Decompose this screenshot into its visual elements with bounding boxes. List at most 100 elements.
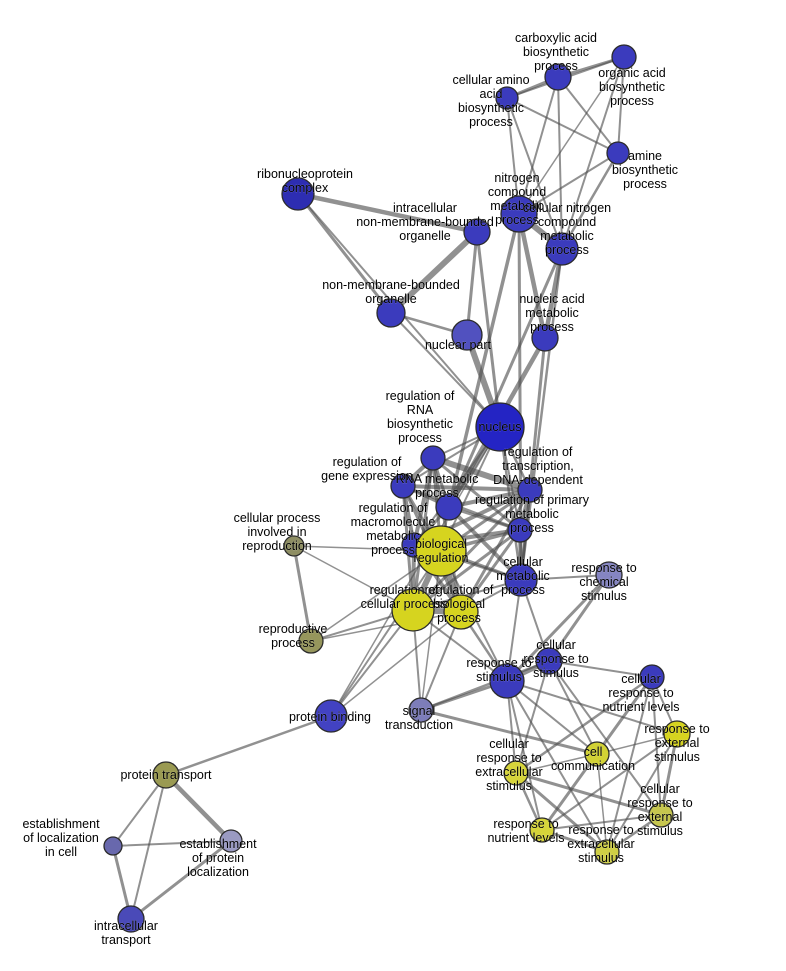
- node-rna-metabolic-process[interactable]: [435, 493, 463, 521]
- node-label-cellular-process-involved-in-reproduction: cellular process: [234, 511, 321, 525]
- node-label-cellular-response-to-nutrient-levels: response to: [608, 686, 673, 700]
- edge-regulation-of-transcription-dna-dependent--regulation-of-cellular-process: [411, 488, 532, 612]
- edge-regulation-of-transcription-dna-dependent--regulation-of-gene-expression: [401, 484, 532, 492]
- node-label-carboxylic-acid-biosynthetic-process: carboxylic acid: [515, 31, 597, 45]
- edge-response-to-stimulus--response-to-external-stimulus: [506, 680, 678, 735]
- edge-organic-acid-biosynthetic-process--nitrogen-compound-metabolic-process: [518, 56, 625, 215]
- node-label-cellular-response-to-extracellular-stimulus: response to: [476, 751, 541, 765]
- edge-cellular-response-to-stimulus--signal-transduction: [419, 659, 551, 712]
- node-label-regulation-of-gene-expression: gene expression: [321, 469, 413, 483]
- node-label-regulation-of-rna-biosynthetic-process: process: [398, 431, 442, 445]
- node-label-cellular-response-to-external-stimulus: response to: [627, 796, 692, 810]
- edge-cellular-response-to-stimulus--response-to-chemical-stimulus: [547, 573, 611, 663]
- edge-protein-binding--regulation-of-cellular-process: [330, 609, 414, 717]
- node-label-nitrogen-compound-metabolic-process: process: [495, 213, 539, 227]
- node-cellular-response-to-extracellular-stimulus[interactable]: [503, 760, 529, 786]
- edge-nitrogen-compound-metabolic-process--nucleic-acid-metabolic-process: [516, 211, 548, 341]
- node-protein-transport[interactable]: [152, 761, 180, 789]
- node-label-amine-biosynthetic-process: amine: [628, 149, 662, 163]
- node-label-signal-transduction: signal: [403, 704, 436, 718]
- node-nitrogen-compound-metabolic-process[interactable]: [500, 195, 538, 233]
- edge-cell-communication--response-to-extracellular-stimulus: [596, 753, 608, 853]
- node-establishment-of-protein-localization[interactable]: [219, 829, 243, 853]
- node-label-regulation-of-rna-biosynthetic-process: regulation of: [386, 389, 455, 403]
- node-label-establishment-of-localization-in-cell: of localization: [23, 831, 99, 845]
- node-label-cellular-response-to-stimulus: stimulus: [533, 666, 579, 680]
- node-cell-communication[interactable]: [584, 741, 610, 767]
- node-label-nucleic-acid-metabolic-process: metabolic: [525, 306, 579, 320]
- node-label-non-membrane-bounded-organelle: organelle: [365, 292, 416, 306]
- node-ribonucleoprotein-complex[interactable]: [281, 177, 315, 211]
- edge-response-to-external-stimulus--cellular-response-to-external-stimulus: [659, 732, 679, 817]
- node-regulation-of-primary-metabolic-process[interactable]: [507, 517, 533, 543]
- node-regulation-of-rna-biosynthetic-process[interactable]: [420, 445, 446, 471]
- node-response-to-nutrient-levels[interactable]: [529, 817, 555, 843]
- node-label-cellular-amino-acid-biosynthetic-process: acid: [480, 87, 503, 101]
- node-organic-acid-biosynthetic-process[interactable]: [611, 44, 637, 70]
- node-label-biological-regulation: regulation: [414, 551, 469, 565]
- node-response-to-stimulus[interactable]: [489, 663, 525, 699]
- node-label-regulation-of-macromolecule-metabolic-process: metabolic: [366, 529, 420, 543]
- node-response-to-external-stimulus[interactable]: [663, 720, 691, 748]
- edge-intracellular-non-membrane-bounded-organelle--nucleus: [475, 230, 502, 429]
- node-cellular-metabolic-process[interactable]: [504, 563, 538, 597]
- node-label-regulation-of-macromolecule-metabolic-process: process: [371, 543, 415, 557]
- node-regulation-of-biological-process[interactable]: [443, 594, 479, 630]
- node-label-regulation-of-transcription-dna-dependent: DNA-dependent: [493, 473, 583, 487]
- edge-regulation-of-primary-metabolic-process--regulation-of-cellular-process: [411, 528, 522, 612]
- edge-cellular-response-to-nutrient-levels--cellular-response-to-extracellular-stimulus: [514, 675, 654, 775]
- node-label-cellular-response-to-extracellular-stimulus: cellular: [489, 737, 529, 751]
- edge-cellular-response-to-stimulus--cell-communication: [548, 660, 598, 755]
- node-intracellular-transport[interactable]: [117, 905, 145, 933]
- node-label-nucleic-acid-metabolic-process: nucleic acid: [519, 292, 584, 306]
- node-regulation-of-gene-expression[interactable]: [390, 473, 416, 499]
- node-label-response-to-nutrient-levels: nutrient levels: [487, 831, 564, 845]
- node-protein-binding[interactable]: [314, 699, 348, 733]
- edge-nitrogen-compound-metabolic-process--rna-metabolic-process: [447, 212, 521, 509]
- edge-rna-metabolic-process--cellular-metabolic-process: [447, 505, 523, 582]
- node-non-membrane-bounded-organelle[interactable]: [376, 298, 406, 328]
- edge-response-to-stimulus--response-to-chemical-stimulus: [505, 573, 611, 683]
- edge-protein-binding--regulation-of-biological-process: [330, 611, 462, 717]
- node-amine-biosynthetic-process[interactable]: [606, 141, 630, 165]
- node-signal-transduction[interactable]: [408, 697, 434, 723]
- node-response-to-chemical-stimulus[interactable]: [595, 561, 623, 589]
- edge-response-to-stimulus--cell-communication: [506, 680, 598, 755]
- node-cellular-process-involved-in-reproduction[interactable]: [283, 535, 305, 557]
- node-establishment-of-localization-in-cell[interactable]: [103, 836, 123, 856]
- node-label-cellular-response-to-nutrient-levels: nutrient levels: [602, 700, 679, 714]
- node-label-intracellular-transport: transport: [101, 933, 151, 947]
- node-label-response-to-extracellular-stimulus: response to: [568, 823, 633, 837]
- node-label-intracellular-non-membrane-bounded-organelle: intracellular: [393, 201, 457, 215]
- edge-cellular-nitrogen-compound-metabolic-process--rna-metabolic-process: [447, 247, 564, 509]
- node-label-organic-acid-biosynthetic-process: process: [610, 94, 654, 108]
- node-label-cellular-response-to-external-stimulus: stimulus: [637, 824, 683, 838]
- node-nucleus[interactable]: [475, 402, 525, 452]
- node-nuclear-part[interactable]: [451, 319, 483, 351]
- node-cellular-response-to-external-stimulus[interactable]: [648, 802, 674, 828]
- node-regulation-of-transcription-dna-dependent[interactable]: [517, 477, 543, 503]
- node-label-cellular-metabolic-process: cellular: [503, 555, 543, 569]
- node-cellular-nitrogen-compound-metabolic-process[interactable]: [545, 232, 579, 266]
- node-cellular-response-to-stimulus[interactable]: [535, 647, 563, 675]
- node-label-regulation-of-cellular-process: regulation of: [370, 583, 439, 597]
- node-label-ribonucleoprotein-complex: complex: [282, 181, 329, 195]
- node-label-intracellular-non-membrane-bounded-organelle: organelle: [399, 229, 450, 243]
- node-intracellular-non-membrane-bounded-organelle[interactable]: [463, 218, 491, 246]
- node-reproductive-process[interactable]: [298, 628, 324, 654]
- node-label-rna-metabolic-process: RNA metabolic: [396, 472, 479, 486]
- node-response-to-extracellular-stimulus[interactable]: [594, 839, 620, 865]
- edge-ribonucleoprotein-complex--non-membrane-bounded-organelle: [296, 192, 393, 315]
- node-label-regulation-of-gene-expression: regulation of: [333, 455, 402, 469]
- node-cellular-amino-acid-biosynthetic-process[interactable]: [495, 86, 519, 110]
- node-nucleic-acid-metabolic-process[interactable]: [531, 324, 559, 352]
- node-regulation-of-cellular-process[interactable]: [391, 588, 435, 632]
- edge-reproductive-process--regulation-of-biological-process: [310, 611, 462, 642]
- node-cellular-response-to-nutrient-levels[interactable]: [639, 664, 665, 690]
- node-carboxylic-acid-biosynthetic-process[interactable]: [544, 63, 572, 91]
- edge-regulation-of-rna-biosynthetic-process--regulation-of-transcription-dna-dependent: [430, 455, 533, 493]
- node-biological-regulation[interactable]: [415, 525, 467, 577]
